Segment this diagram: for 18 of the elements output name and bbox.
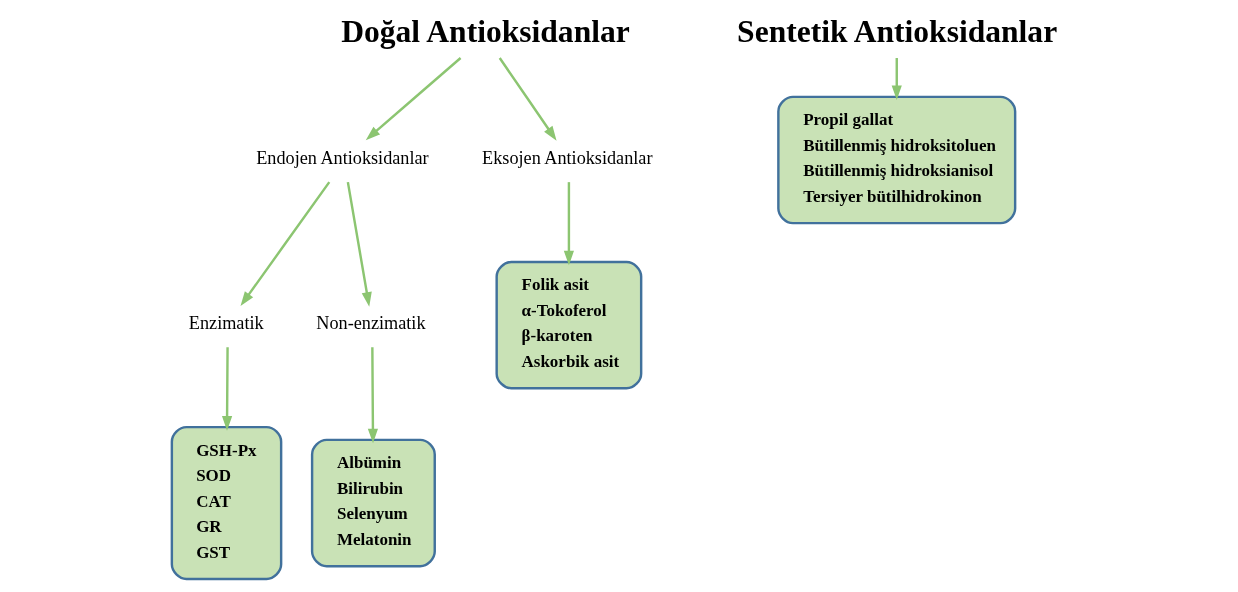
node-box: Albümin Bilirubin Selenyum Melatonin — [310, 438, 436, 568]
node-text: Endojen Antioksidanlar — [256, 148, 429, 169]
node-box: GSH-Px SOD CAT GR GST — [170, 425, 283, 581]
node-text: Enzimatik — [188, 313, 264, 334]
node-text: Non-enzimatik — [316, 313, 426, 334]
arrow — [346, 181, 372, 307]
arrow — [563, 182, 575, 266]
arrow — [365, 57, 462, 141]
node-text: Sentetik Antioksidanlar — [737, 13, 1058, 49]
node-text: Eksojen Antioksidanlar — [482, 148, 653, 169]
arrow — [498, 57, 557, 141]
node-box: Folik asit α-Tokoferol β-karoten Askorbik asit — [495, 260, 643, 390]
arrow — [367, 347, 379, 444]
node-text: Doğal Antioksidanlar — [341, 13, 630, 49]
arrow — [891, 58, 902, 101]
arrow — [240, 181, 331, 307]
node-box: Propil gallat Bütillenmiş hidroksitoluen Bütillenmiş hidroksianisol Tersiyer bütilhidrokinon — [777, 95, 1017, 225]
arrow — [221, 347, 233, 431]
